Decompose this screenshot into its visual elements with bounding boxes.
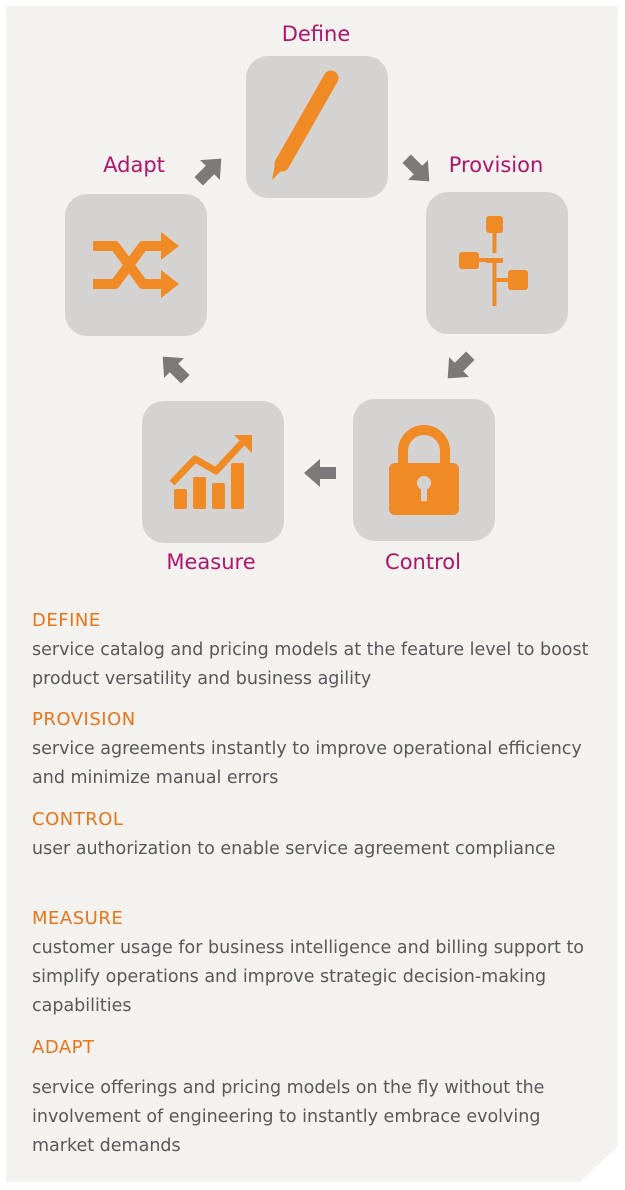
- define-step-box: [246, 56, 388, 198]
- description-heading: ADAPT: [32, 1037, 95, 1058]
- arrow-control-to-measure: [304, 459, 336, 487]
- provision-label: Provision: [448, 153, 544, 177]
- bar-chart-trend-icon: [169, 435, 252, 509]
- description-text: service agreements instantly to improve …: [32, 739, 582, 788]
- description-heading: MEASURE: [32, 908, 124, 929]
- description-measure: MEASURE customer usage for business inte…: [32, 907, 592, 1021]
- padlock-icon: [389, 425, 459, 515]
- pencil-icon: [272, 70, 339, 180]
- description-control: CONTROL user authorization to enable ser…: [32, 808, 592, 864]
- arrow-provision-to-control: [447, 351, 475, 379]
- flowchart-icon: [459, 216, 528, 306]
- measure-label: Measure: [166, 550, 256, 574]
- description-text: customer usage for business intelligence…: [32, 938, 585, 1016]
- provision-step-box: [426, 192, 568, 334]
- description-text: service catalog and pricing models at th…: [32, 640, 589, 689]
- description-heading: PROVISION: [32, 709, 136, 730]
- adapt-label: Adapt: [103, 153, 165, 177]
- adapt-step-box: [65, 194, 207, 336]
- measure-step-box: [142, 401, 284, 543]
- description-text: user authorization to enable service agr…: [32, 839, 556, 859]
- control-step-box: [353, 399, 495, 541]
- shuffle-icon: [93, 232, 179, 298]
- arrow-adapt-to-define: [194, 158, 222, 186]
- description-heading: DEFINE: [32, 610, 101, 631]
- description-adapt: ADAPT service offerings and pricing mode…: [32, 1036, 592, 1161]
- description-define: DEFINE service catalog and pricing model…: [32, 609, 592, 694]
- description-heading: CONTROL: [32, 809, 124, 830]
- define-label: Define: [281, 22, 351, 46]
- arrow-define-to-provision: [402, 154, 430, 182]
- arrow-measure-to-adapt: [162, 356, 190, 384]
- description-provision: PROVISION service agreements instantly t…: [32, 708, 592, 793]
- control-label: Control: [385, 550, 461, 574]
- description-text: service offerings and pricing models on …: [32, 1078, 545, 1156]
